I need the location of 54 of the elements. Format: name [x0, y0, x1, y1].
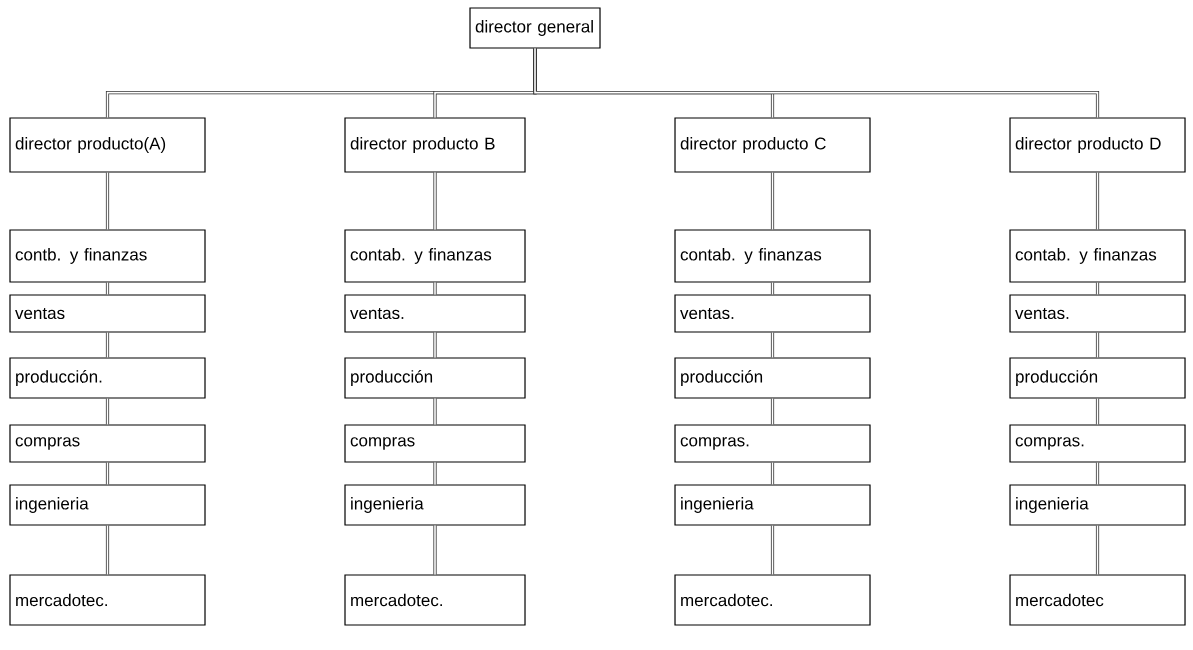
department-box: contb. y finanzas: [9, 229, 206, 283]
department-box: mercadotec: [1009, 574, 1186, 626]
connector-line: [433, 171, 437, 231]
connector-line: [1095, 397, 1100, 426]
director-box: director producto C: [674, 117, 871, 173]
department-box: mercadotec.: [9, 574, 206, 626]
department-box: ingenieria: [344, 484, 526, 526]
connector-line: [770, 281, 775, 296]
connector-line: [1095, 171, 1100, 231]
connector-line: [1095, 461, 1100, 486]
department-box: ventas.: [344, 294, 526, 333]
department-box: ingenieria: [9, 484, 206, 526]
connector-line: [533, 47, 1100, 119]
connector-line: [433, 397, 437, 426]
department-box: compras.: [1009, 424, 1186, 463]
connector-line: [1095, 281, 1100, 296]
connector-line: [770, 524, 775, 576]
connector-line: [105, 281, 110, 296]
department-box: mercadotec.: [674, 574, 871, 626]
connector-line: [433, 524, 437, 576]
connector-line: [1095, 524, 1100, 576]
connector-line: [770, 171, 775, 231]
connector-line: [105, 397, 110, 426]
department-box: ventas.: [1009, 294, 1186, 333]
department-box: contab. y finanzas: [674, 229, 871, 283]
connector-line: [433, 461, 437, 486]
department-box: producción.: [9, 357, 206, 399]
connector-line: [1095, 331, 1100, 359]
director-box: director producto D: [1009, 117, 1186, 173]
department-box: ventas.: [674, 294, 871, 333]
department-box: producción: [344, 357, 526, 399]
department-box: mercadotec.: [344, 574, 526, 626]
department-box: ventas: [9, 294, 206, 333]
department-box: compras: [9, 424, 206, 463]
department-box: ingenieria: [674, 484, 871, 526]
connector-line: [105, 331, 110, 359]
connector-line: [105, 171, 110, 231]
department-box: contab. y finanzas: [344, 229, 526, 283]
department-box: contab. y finanzas: [1009, 229, 1186, 283]
connector-line: [770, 331, 775, 359]
department-box: ingenieria: [1009, 484, 1186, 526]
director-box: director producto B: [344, 117, 526, 173]
department-box: producción: [1009, 357, 1186, 399]
department-box: compras.: [674, 424, 871, 463]
connector-line: [105, 524, 110, 576]
connector-line: [433, 281, 437, 296]
connector-line: [105, 461, 110, 486]
connector-line: [770, 397, 775, 426]
connector-line: [433, 331, 437, 359]
department-box: producción: [674, 357, 871, 399]
connector-line: [770, 461, 775, 486]
department-box: compras: [344, 424, 526, 463]
director-box: director producto(A): [9, 117, 206, 173]
director-box: director general: [469, 7, 601, 49]
